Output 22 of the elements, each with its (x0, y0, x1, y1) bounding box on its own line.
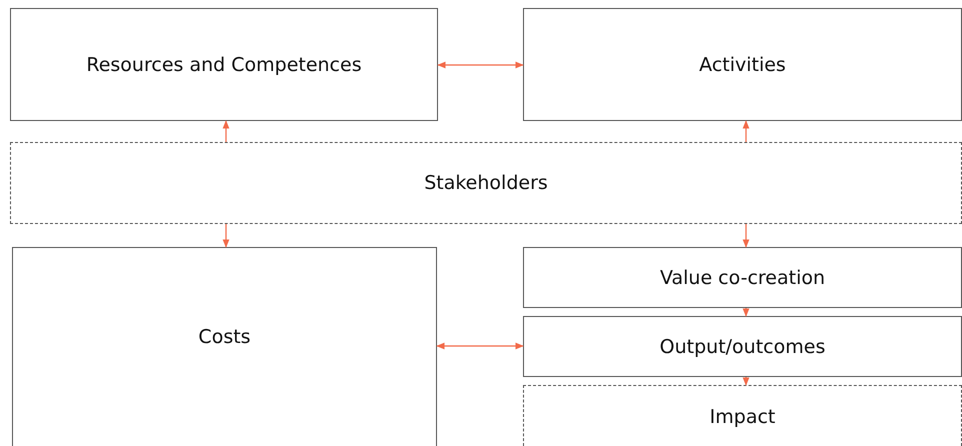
process-box (523, 8, 962, 121)
box-label: Impact (710, 406, 776, 428)
box-label: Resources and Competences (86, 54, 362, 76)
arrow (222, 224, 230, 248)
box-label: Activities (699, 54, 786, 76)
box-label: Output/outcomes (660, 336, 826, 358)
box-label: Stakeholders (424, 172, 548, 194)
arrow (436, 342, 524, 350)
process-box (523, 316, 962, 377)
box-label: Costs (198, 326, 251, 348)
arrow (742, 120, 750, 142)
arrow (742, 377, 750, 386)
arrow (437, 62, 524, 68)
arrow (742, 308, 750, 317)
process-box (12, 247, 437, 446)
process-box (10, 8, 438, 121)
dashed-box (523, 385, 962, 446)
dashed-box (10, 142, 962, 224)
arrow (742, 224, 750, 248)
process-box (523, 247, 962, 308)
arrow (222, 120, 230, 142)
box-label: Value co-creation (660, 266, 826, 288)
